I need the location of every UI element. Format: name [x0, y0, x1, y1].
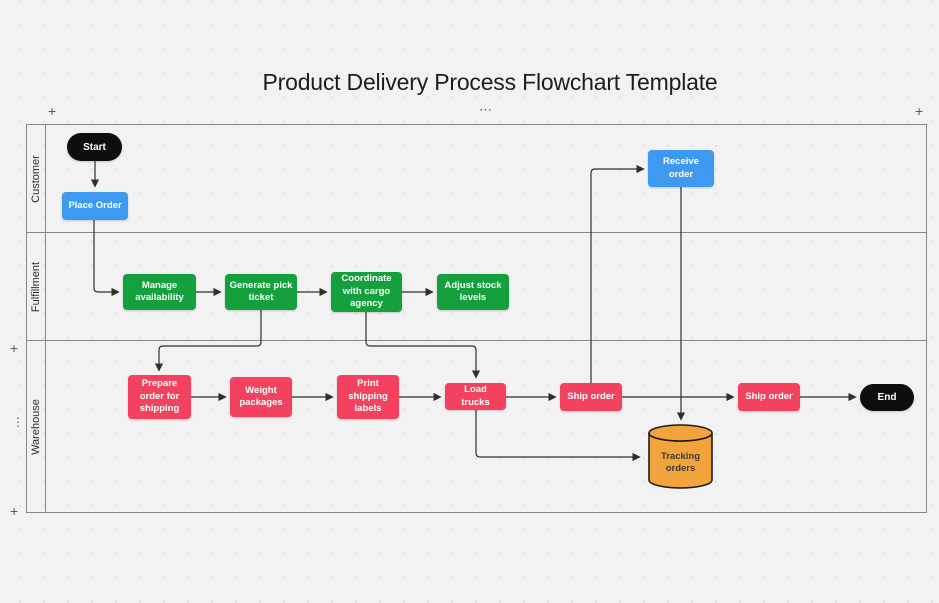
node-tracking-orders-database[interactable]: Tracking orders: [648, 424, 713, 490]
node-manage-availability[interactable]: Manage availability: [123, 274, 196, 310]
plus-icon-top-right[interactable]: +: [915, 103, 924, 119]
lane-header-column: [26, 124, 46, 513]
node-prepare-order-for-shipping[interactable]: Prepare order for shipping: [128, 375, 191, 419]
node-receive-order[interactable]: Receive order: [648, 150, 714, 187]
ellipsis-menu-icon-left[interactable]: ⋮: [12, 415, 24, 429]
node-weight-packages[interactable]: Weight packages: [230, 377, 292, 417]
database-cylinder-icon: [648, 424, 713, 489]
node-generate-pick-ticket[interactable]: Generate pick ticket: [225, 274, 297, 310]
lane-label-customer[interactable]: Customer: [30, 154, 42, 203]
node-print-shipping-labels[interactable]: Print shipping labels: [337, 375, 399, 419]
lane-label-fulfillment[interactable]: Fulfillment: [30, 261, 42, 312]
diagram-title[interactable]: Product Delivery Process Flowchart Templ…: [262, 69, 718, 95]
ellipsis-menu-icon-top[interactable]: ⋯: [479, 102, 493, 117]
node-ship-order-1[interactable]: Ship order: [560, 383, 622, 411]
node-start[interactable]: Start: [67, 133, 122, 161]
plus-icon-top-left[interactable]: +: [48, 103, 57, 119]
node-adjust-stock-levels[interactable]: Adjust stock levels: [437, 274, 509, 310]
lane-divider-fulfillment-warehouse: [26, 340, 927, 341]
plus-icon-bottom-left[interactable]: +: [10, 503, 19, 519]
node-end[interactable]: End: [860, 384, 914, 411]
node-load-trucks[interactable]: Load trucks: [445, 383, 506, 410]
lane-label-warehouse[interactable]: Warehouse: [30, 398, 42, 455]
lane-divider-customer-fulfillment: [26, 232, 927, 233]
node-coordinate-with-cargo-agency[interactable]: Coordinate with cargo agency: [331, 272, 402, 312]
node-place-order[interactable]: Place Order: [62, 192, 128, 220]
swimlane-frame: [26, 124, 927, 513]
node-ship-order-2[interactable]: Ship order: [738, 383, 800, 411]
plus-icon-left[interactable]: +: [10, 340, 19, 356]
tracking-orders-label: Tracking orders: [660, 450, 701, 474]
